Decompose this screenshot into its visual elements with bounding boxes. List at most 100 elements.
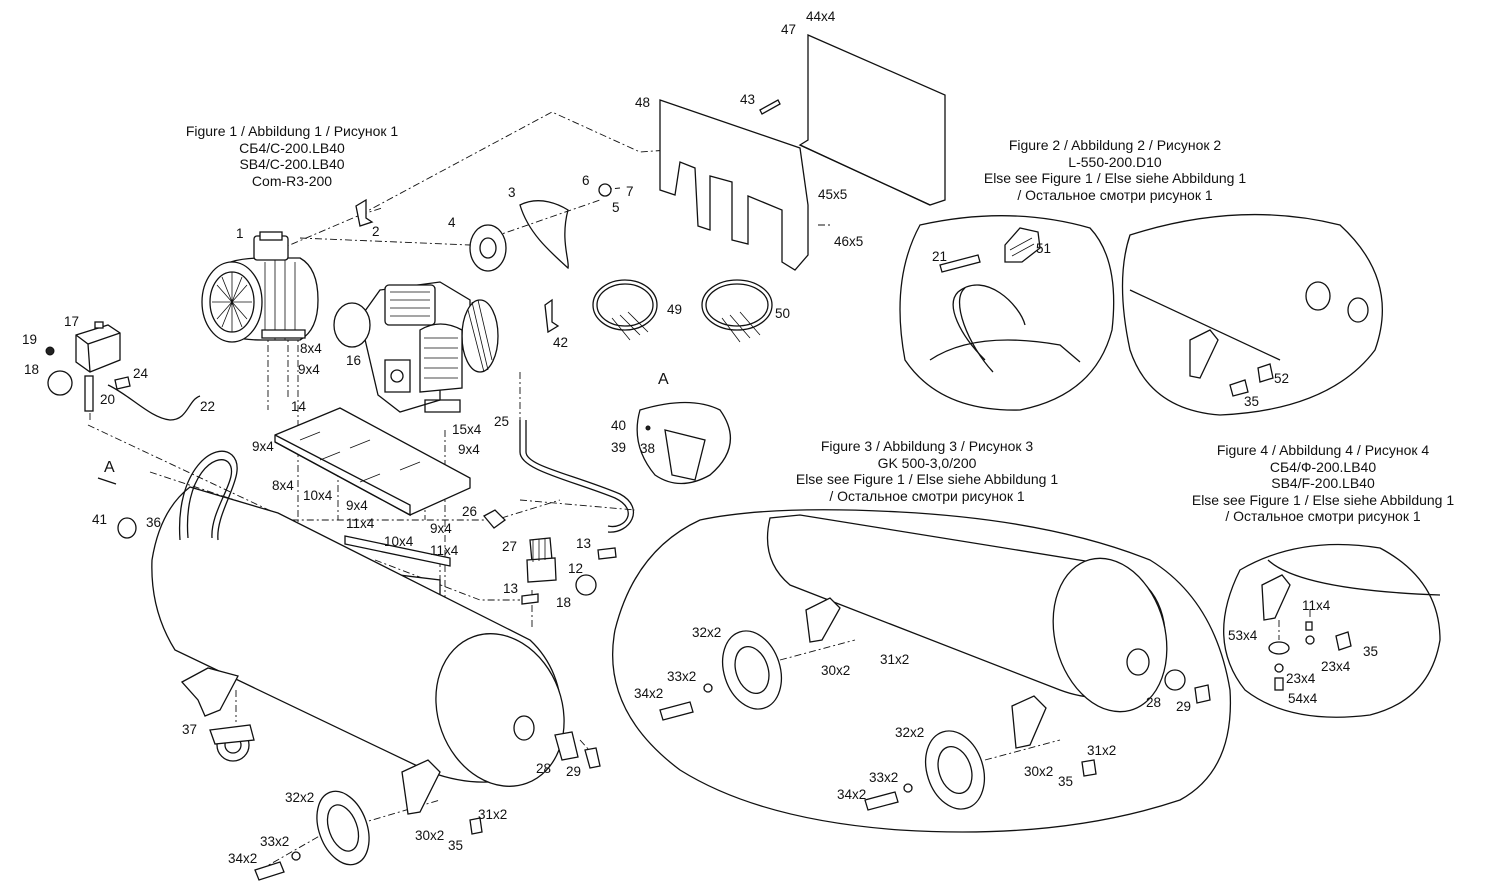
figure-2-note-ru: / Остальное смотри рисунок 1 — [1017, 186, 1213, 203]
callout-13-b: 13 — [503, 581, 518, 596]
air-tank-main — [117, 450, 601, 881]
callout-37: 37 — [182, 722, 197, 737]
callout-9x4-c: 9x4 — [346, 498, 368, 513]
figure-1-model-c: Com-R3-200 — [251, 172, 333, 189]
callout-9x4-b: 9x4 — [252, 439, 274, 454]
callout-40: 40 — [611, 418, 626, 433]
figure-1-model-b: SB4/C-200.LB40 — [239, 156, 345, 172]
figure-2-caption: Figure 2 / Abbildung 2 / Рисунок 2 L-550… — [955, 137, 1275, 203]
callout-39: 39 — [611, 440, 626, 455]
fig3-callout-35: 35 — [1058, 774, 1073, 789]
callout-13-a: 13 — [576, 536, 591, 551]
callout-10x4-b: 10x4 — [384, 534, 414, 549]
callout-6: 6 — [582, 173, 590, 188]
figure-2-note: Else see Figure 1 / Else siehe Abbildung… — [983, 170, 1247, 186]
compressor-pump-head — [333, 281, 499, 413]
callout-36: 36 — [146, 515, 161, 530]
callout-33x2: 33x2 — [260, 834, 289, 849]
fig3-callout-32x2-b: 32x2 — [895, 725, 924, 740]
hoses-and-pipes — [107, 384, 634, 533]
callout-45x5: 45x5 — [818, 187, 847, 202]
fig3-callout-32x2-a: 32x2 — [692, 625, 721, 640]
callout-32x2: 32x2 — [285, 790, 314, 805]
figure-2-title: Figure 2 / Abbildung 2 / Рисунок 2 — [1008, 137, 1222, 153]
callout-7: 7 — [626, 184, 634, 199]
callout-29: 29 — [566, 764, 581, 779]
figure-1-model-a: СБ4/С-200.LB40 — [239, 139, 345, 156]
figure-4-title: Figure 4 / Abbildung 4 / Рисунок 4 — [1216, 442, 1430, 458]
callout-24: 24 — [133, 366, 149, 381]
figure-1-caption: Figure 1 / Abbildung 1 / Рисунок 1 СБ4/С… — [150, 123, 434, 189]
figure-4-model-a: СБ4/Ф-200.LB40 — [1269, 458, 1377, 475]
fig3-callout-33x2-a: 33x2 — [667, 669, 696, 684]
callout-11x4-b: 11x4 — [430, 543, 459, 558]
fig2-callout-51: 51 — [1036, 241, 1051, 256]
fig3-callout-31x2-b: 31x2 — [1087, 743, 1116, 758]
callout-46x5: 46x5 — [834, 234, 863, 249]
electric-motor — [201, 231, 319, 343]
fig3-callout-34x2-a: 34x2 — [634, 686, 663, 701]
callout-11x4-a: 11x4 — [346, 516, 375, 531]
callout-25: 25 — [494, 414, 509, 429]
view-a-mark-main: A — [104, 459, 115, 476]
callout-43: 43 — [740, 92, 755, 107]
callout-26: 26 — [462, 504, 477, 519]
callout-18-b: 18 — [556, 595, 571, 610]
fig3-callout-31x2-a: 31x2 — [880, 652, 909, 667]
callout-19: 19 — [22, 332, 37, 347]
fig3-callout-33x2-b: 33x2 — [869, 770, 898, 785]
fig4-callout-11x4: 11x4 — [1302, 598, 1331, 613]
callout-10x4-a: 10x4 — [303, 488, 333, 503]
fig2-callout-21: 21 — [932, 249, 947, 264]
callout-15x4: 15x4 — [452, 422, 482, 437]
fig3-callout-28: 28 — [1146, 695, 1161, 710]
figure-3-title: Figure 3 / Abbildung 3 / Рисунок 3 — [820, 438, 1034, 454]
figure-4-note-ru: / Остальное смотри рисунок 1 — [1225, 508, 1421, 524]
callout-1: 1 — [236, 226, 244, 241]
callout-14: 14 — [291, 399, 307, 414]
callout-22: 22 — [200, 399, 215, 414]
pressure-switch — [45, 321, 131, 412]
callout-8x4-b: 8x4 — [272, 478, 294, 493]
fig4-callout-23x4-a: 23x4 — [1321, 659, 1351, 674]
callout-9x4-d: 9x4 — [430, 521, 452, 536]
callout-17: 17 — [64, 314, 79, 329]
callout-42: 42 — [553, 335, 568, 350]
callout-41: 41 — [92, 512, 107, 527]
figure-3-model: GK 500-3,0/200 — [877, 454, 977, 471]
callout-35: 35 — [448, 838, 463, 853]
callout-38: 38 — [640, 441, 655, 456]
view-a-arrow — [97, 477, 117, 485]
callout-34x2: 34x2 — [228, 851, 257, 866]
figure-3-caption: Figure 3 / Abbildung 3 / Рисунок 3 GK 50… — [767, 438, 1087, 504]
figure-4-detail — [1223, 543, 1441, 718]
callout-27: 27 — [502, 539, 517, 554]
fig3-callout-30x2-b: 30x2 — [1024, 764, 1053, 779]
callout-30x2: 30x2 — [415, 828, 444, 843]
figure-4-note: Else see Figure 1 / Else siehe Abbildung… — [1191, 491, 1455, 508]
pressure-regulator-assembly — [521, 537, 617, 605]
callout-48: 48 — [635, 95, 650, 110]
figure-3-note-ru: / Остальное смотри рисунок 1 — [829, 487, 1025, 504]
fig3-callout-34x2-b: 34x2 — [837, 787, 866, 802]
fig3-callout-29: 29 — [1176, 699, 1191, 714]
view-a-mark-detail: A — [658, 371, 669, 388]
callout-12: 12 — [568, 561, 583, 576]
callout-9x4-a: 9x4 — [298, 362, 320, 377]
mounting-base-plate — [274, 407, 471, 517]
figure-4-caption: Figure 4 / Abbildung 4 / Рисунок 4 СБ4/Ф… — [1163, 442, 1483, 525]
callout-31x2: 31x2 — [478, 807, 507, 822]
callout-49: 49 — [667, 302, 682, 317]
figure-4-model-b: SB4/F-200.LB40 — [1271, 475, 1375, 491]
figure-3-note: Else see Figure 1 / Else siehe Abbildung… — [795, 471, 1059, 487]
callout-9x4-e: 9x4 — [458, 442, 480, 457]
fig4-callout-35: 35 — [1363, 644, 1378, 659]
fig4-callout-23x4-b: 23x4 — [1286, 671, 1316, 686]
callout-3: 3 — [508, 185, 516, 200]
figure-1-title: Figure 1 / Abbildung 1 / Рисунок 1 — [185, 123, 399, 139]
callout-labels: 1 2 3 4 5 6 7 8x4 9x4 9x4 8x4 10x4 9x4 1… — [22, 9, 1378, 866]
fig4-callout-54x4: 54x4 — [1288, 691, 1318, 706]
figure-3-detail — [612, 509, 1232, 833]
figure-2-model: L-550-200.D10 — [1068, 153, 1162, 170]
callout-20: 20 — [100, 392, 115, 407]
